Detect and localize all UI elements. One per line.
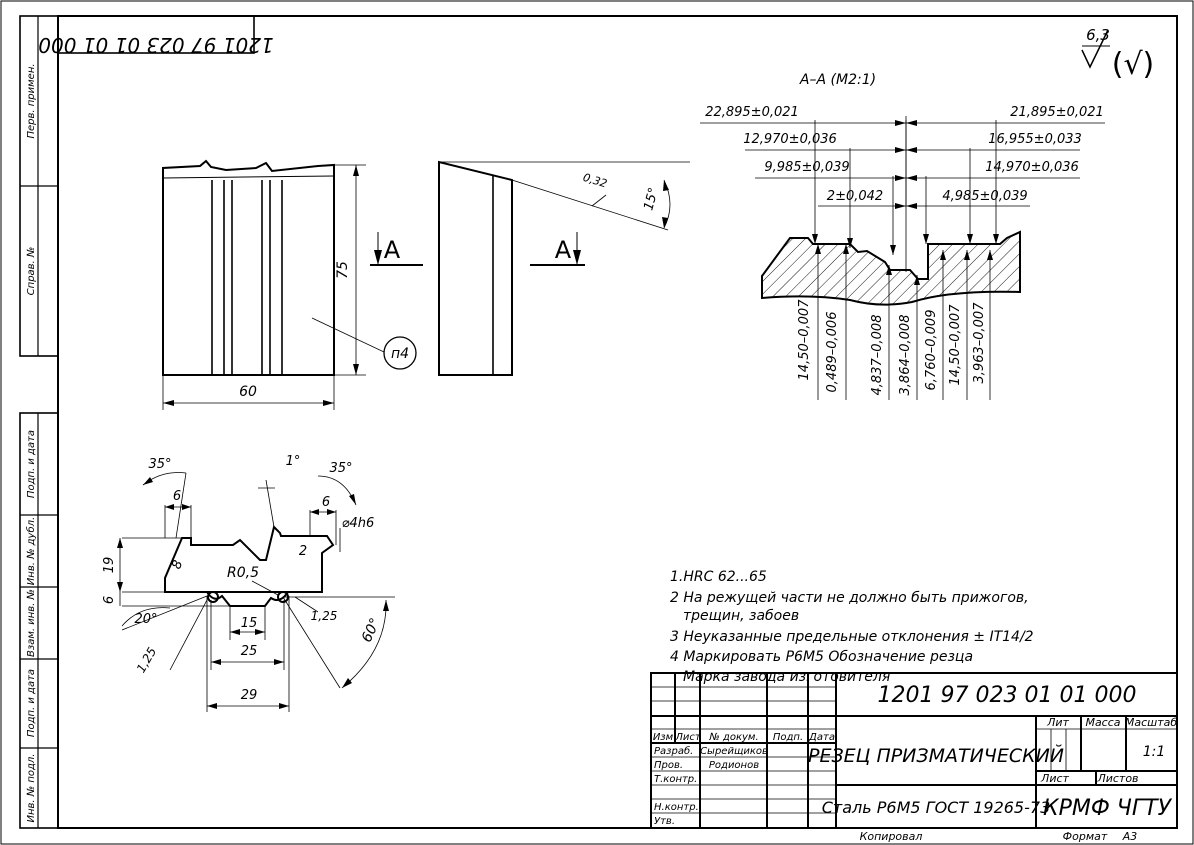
tb-format-value: А3 — [1122, 830, 1138, 843]
tb-masshtab: Масштаб — [1125, 716, 1177, 729]
note-4: 4 Маркировать Р6М5 Обозначение резца — [670, 649, 973, 665]
section-marker-left: А — [370, 232, 423, 266]
strip-podp-data-1: Подп. и дата — [26, 430, 37, 498]
profile-dim-8: 8 — [169, 558, 186, 571]
tb-massa: Масса — [1085, 716, 1120, 729]
roughness-symbol: 6,3 (√) — [1081, 26, 1155, 82]
strip-inv-podl: Инв. № подл. — [26, 754, 37, 823]
profile-dim-r05: R0,5 — [227, 565, 259, 581]
tb-kopiroval: Копировал — [860, 830, 923, 843]
tb-name: РЕЗЕЦ ПРИЗМАТИЧЕСКИЙ — [808, 744, 1064, 767]
tb-role-razrab: Разраб. — [654, 745, 693, 757]
front-view: 75 60 п4 — [162, 159, 417, 410]
profile-dim-2: 2 — [299, 544, 307, 559]
tb-h-izm: Изм — [653, 732, 674, 743]
tb-designation: 1201 97 023 01 01 000 — [878, 683, 1137, 708]
profile-angle-20: 20° — [134, 612, 157, 627]
tb-h-data: Дата — [808, 732, 835, 743]
front-dim-height: 75 — [335, 261, 351, 279]
profile-view: 15 25 29 R0,5 19 6 8 35° 6 — [102, 454, 395, 712]
profile-angle-35-left: 35° — [148, 457, 171, 472]
profile-angle-1: 1° — [286, 454, 301, 469]
sec-dim-top-1: 22,895±0,021 — [705, 105, 799, 120]
strip-inv-dubl: Инв. № дубл. — [25, 517, 37, 585]
note-1: 1.HRC 62...65 — [670, 569, 767, 585]
profile-dim-125-right: 1,25 — [311, 609, 338, 623]
balloon-text: п4 — [391, 346, 409, 362]
section-title: А–А (М2:1) — [799, 72, 876, 88]
section-aa: А–А (М2:1) 22,895±0,021 12,970±0,036 9,9… — [700, 72, 1105, 400]
section-letter-left: А — [384, 236, 401, 264]
note-4b: Марка завода изготовителя — [683, 669, 890, 685]
tb-name-razrab: Сырейщиков — [700, 746, 768, 757]
balloon-p4 — [383, 336, 417, 370]
sec-dim-right-3: 14,970±0,036 — [985, 160, 1079, 175]
side-dim-032: 0,32 — [581, 171, 608, 191]
profile-dim-phi: ⌀4h6 — [342, 516, 375, 531]
roughness-value: 6,3 — [1086, 26, 1110, 44]
profile-angle-35-right: 35° — [329, 461, 352, 476]
tb-listov-label: Листов — [1096, 772, 1138, 785]
sec-dim-top-3: 9,985±0,039 — [764, 160, 849, 175]
profile-dim-15: 15 — [241, 616, 258, 631]
mirrored-code-box: 1201 97 023 01 01 000 — [38, 15, 274, 57]
title-block: 1201 97 023 01 01 000 РЕЗЕЦ ПРИЗМАТИЧЕСК… — [650, 672, 1178, 843]
tb-format: Формат — [1063, 830, 1108, 843]
side-strip: Перв. примен. Справ. № Подп. и дата Инв.… — [19, 15, 59, 829]
note-2b: трещин, забоев — [683, 608, 799, 624]
strip-podp-data-2: Подп. и дата — [26, 669, 37, 737]
strip-vzam-inv: Взам. инв. № — [26, 589, 37, 657]
tb-material: Сталь Р6М5 ГОСТ 19265-73 — [822, 798, 1051, 817]
sec-dim-bottom-6: 14,50–0,007 — [948, 304, 963, 386]
sec-dim-top-2: 12,970±0,036 — [743, 132, 837, 147]
tb-name-prov: Родионов — [709, 760, 759, 771]
sec-dim-right-2: 16,955±0,033 — [988, 132, 1082, 147]
tb-role-tkontr: Т.контр. — [654, 774, 697, 785]
tb-org: КРМФ ЧГТУ — [1043, 796, 1173, 821]
sec-dim-bottom-7: 3,963–0,007 — [972, 302, 987, 384]
side-view: 15° 0,32 — [438, 160, 690, 376]
profile-angle-60: 60° — [359, 616, 384, 645]
sec-dim-bottom-1: 14,50–0,007 — [797, 299, 812, 381]
strip-perv-primen: Перв. примен. — [26, 63, 37, 138]
section-letter-right: А — [555, 236, 572, 264]
tb-lit: Лит — [1046, 716, 1069, 729]
profile-dim-6-right: 6 — [322, 495, 330, 510]
sec-dim-bottom-5: 6,760–0,009 — [924, 310, 939, 391]
sec-dim-right-1: 21,895±0,021 — [1010, 105, 1104, 120]
profile-dim-19: 19 — [102, 557, 117, 574]
profile-dim-29: 29 — [241, 688, 258, 703]
tb-h-list: Лист — [674, 732, 702, 743]
tb-scale-value: 1:1 — [1143, 744, 1166, 760]
sec-dim-bottom-4: 3,864–0,008 — [898, 315, 913, 396]
sec-dim-top-4: 2±0,042 — [827, 189, 883, 204]
technical-notes: 1.HRC 62...65 2 На режущей части не долж… — [670, 569, 1034, 685]
tb-role-prov: Пров. — [654, 760, 683, 771]
sec-dim-right-4: 4,985±0,039 — [942, 189, 1027, 204]
profile-dim-125-left: 1,25 — [134, 645, 159, 675]
sec-dim-bottom-2: 0,489–0,006 — [825, 312, 840, 393]
strip-sprav: Справ. № — [26, 247, 37, 296]
roughness-mark: (√) — [1112, 47, 1155, 82]
profile-dim-6-left: 6 — [173, 489, 181, 504]
mirrored-code-text: 1201 97 023 01 01 000 — [38, 33, 273, 57]
section-marker-right: А — [530, 232, 585, 266]
tb-h-ndok: № докум. — [708, 732, 758, 743]
tb-role-nkontr: Н.контр. — [654, 802, 699, 813]
profile-dim-6-v: 6 — [102, 596, 117, 604]
note-3: 3 Неуказанные предельные отклонения ± IT… — [670, 629, 1034, 645]
tb-list-label: Лист — [1040, 772, 1069, 785]
profile-dim-25: 25 — [241, 644, 258, 659]
tb-h-podp: Подп. — [773, 732, 803, 743]
tb-role-utv: Утв. — [654, 816, 675, 827]
side-angle: 15° — [641, 186, 661, 212]
front-dim-width: 60 — [239, 384, 257, 400]
sec-dim-bottom-3: 4,837–0,008 — [870, 315, 885, 396]
note-2: 2 На режущей части не должно быть прижог… — [670, 590, 1029, 606]
